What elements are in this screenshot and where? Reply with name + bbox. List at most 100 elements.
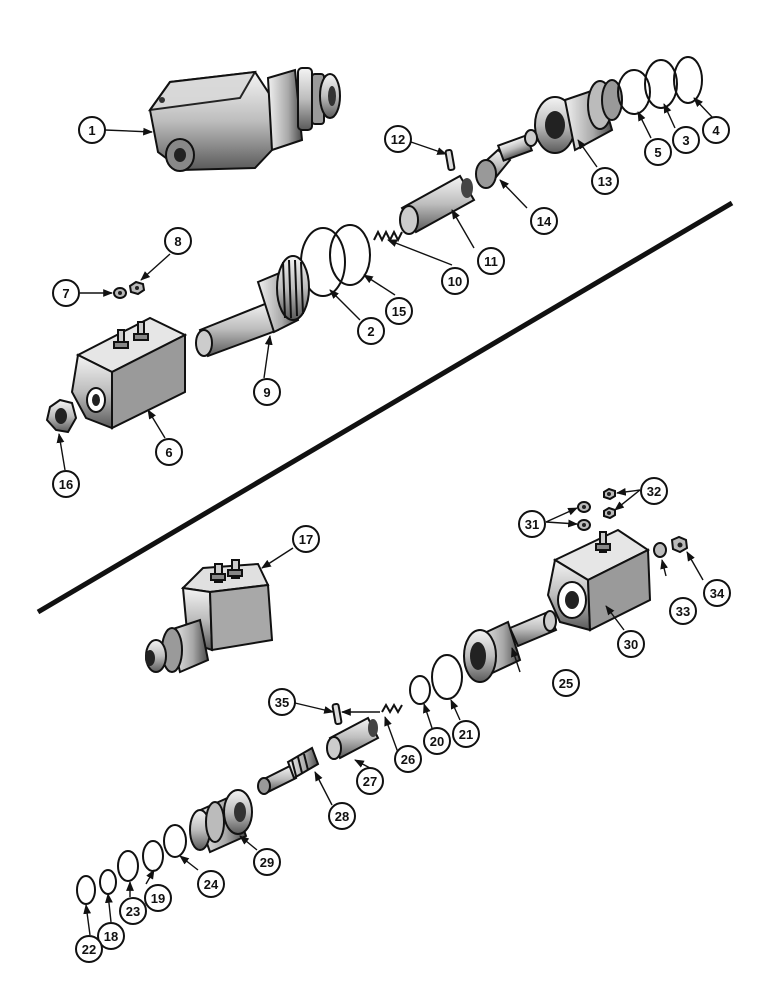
callout-32: 32 <box>640 477 668 505</box>
callout-14: 14 <box>530 207 558 235</box>
part-14-plunger <box>475 129 538 189</box>
callout-34: 34 <box>703 579 731 607</box>
svg-text:25: 25 <box>559 676 573 691</box>
svg-text:33: 33 <box>676 604 690 619</box>
callout-1: 1 <box>78 116 106 144</box>
callout-9: 9 <box>253 378 281 406</box>
callout-33: 33 <box>669 597 697 625</box>
svg-text:7: 7 <box>62 286 69 301</box>
part-9-valve-stem <box>195 255 310 358</box>
callout-7: 7 <box>52 279 80 307</box>
svg-text:10: 10 <box>448 274 462 289</box>
callout-26: 26 <box>394 745 422 773</box>
svg-text:3: 3 <box>682 133 689 148</box>
svg-text:22: 22 <box>82 942 96 957</box>
svg-text:8: 8 <box>174 234 181 249</box>
part-24-snap-ring <box>163 824 187 858</box>
svg-text:14: 14 <box>537 214 552 229</box>
leader-lines <box>56 97 714 936</box>
callout-2: 2 <box>357 317 385 345</box>
part-23-backup-ring <box>117 850 139 882</box>
part-13-spool-housing <box>534 79 623 154</box>
part-6-coil-housing <box>70 316 188 430</box>
callout-19: 19 <box>144 884 172 912</box>
callout-15: 15 <box>385 297 413 325</box>
svg-text:15: 15 <box>392 304 406 319</box>
svg-text:26: 26 <box>401 752 415 767</box>
svg-text:2: 2 <box>367 324 374 339</box>
svg-text:17: 17 <box>299 532 313 547</box>
svg-text:27: 27 <box>363 774 377 789</box>
part-31-washers <box>577 501 591 531</box>
part-15-o-ring <box>329 224 371 286</box>
part-1-solenoid-assembly <box>147 67 341 172</box>
part-8-nut <box>128 280 146 296</box>
callout-24: 24 <box>197 870 225 898</box>
svg-text:34: 34 <box>710 586 725 601</box>
part-35-pin <box>331 702 343 726</box>
part-19-o-ring <box>142 840 164 872</box>
section-divider-line <box>36 200 734 615</box>
part-30-coil-housing <box>546 528 652 632</box>
svg-text:13: 13 <box>598 174 612 189</box>
callout-35: 35 <box>268 688 296 716</box>
part-27-sleeve <box>326 716 380 760</box>
callout-16: 16 <box>52 470 80 498</box>
part-28-plunger <box>257 746 320 795</box>
svg-text:9: 9 <box>263 385 270 400</box>
svg-text:23: 23 <box>126 904 140 919</box>
callout-18: 18 <box>97 922 125 950</box>
callout-11: 11 <box>477 247 505 275</box>
part-18-o-ring <box>99 869 117 895</box>
part-10-spring <box>373 229 403 243</box>
svg-text:29: 29 <box>260 855 274 870</box>
svg-text:19: 19 <box>151 891 165 906</box>
svg-text:21: 21 <box>459 727 473 742</box>
svg-text:24: 24 <box>204 877 219 892</box>
callout-13: 13 <box>591 167 619 195</box>
callout-3: 3 <box>672 126 700 154</box>
svg-text:30: 30 <box>624 637 638 652</box>
svg-text:4: 4 <box>712 123 720 138</box>
part-4-backup-ring <box>673 56 703 104</box>
callout-23: 23 <box>119 897 147 925</box>
part-26-spring <box>381 702 403 715</box>
svg-text:32: 32 <box>647 484 661 499</box>
svg-text:5: 5 <box>654 145 661 160</box>
callout-4: 4 <box>702 116 730 144</box>
part-5-snap-ring <box>617 69 651 115</box>
part-21-o-ring <box>431 654 463 700</box>
part-22-backup-ring <box>76 875 96 905</box>
callout-29: 29 <box>253 848 281 876</box>
callout-22: 22 <box>75 935 103 963</box>
svg-text:1: 1 <box>88 123 95 138</box>
part-25-valve-body <box>463 610 558 683</box>
callout-21: 21 <box>452 720 480 748</box>
part-17-solenoid-assembly <box>145 559 274 674</box>
svg-text:11: 11 <box>484 254 498 269</box>
svg-text:12: 12 <box>391 132 405 147</box>
callout-30: 30 <box>617 630 645 658</box>
svg-text:28: 28 <box>335 809 349 824</box>
part-32-nuts <box>603 487 616 520</box>
callout-31: 31 <box>518 510 546 538</box>
part-29-spool-housing <box>189 789 253 854</box>
callout-25: 25 <box>552 669 580 697</box>
part-7-washer <box>113 287 127 299</box>
callout-28: 28 <box>328 802 356 830</box>
svg-text:6: 6 <box>165 445 172 460</box>
part-33-washer <box>653 542 667 558</box>
callout-8: 8 <box>164 227 192 255</box>
svg-text:35: 35 <box>275 695 289 710</box>
part-11-sleeve <box>399 174 476 235</box>
part-16-nut <box>45 398 78 434</box>
callout-10: 10 <box>441 267 469 295</box>
part-12-pin <box>444 148 456 172</box>
svg-text:31: 31 <box>525 517 539 532</box>
callout-20: 20 <box>423 727 451 755</box>
callout-27: 27 <box>356 767 384 795</box>
callout-5: 5 <box>644 138 672 166</box>
callout-17: 17 <box>292 525 320 553</box>
